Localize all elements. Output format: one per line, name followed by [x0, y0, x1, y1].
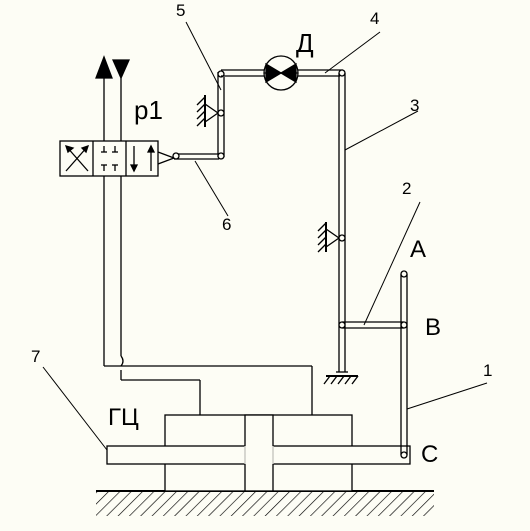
sensor-icon: [263, 55, 299, 91]
link-4: [221, 69, 346, 77]
label-point-c: С: [421, 441, 439, 468]
hydraulic-lines: [103, 78, 313, 415]
label-5: 5: [176, 1, 186, 20]
link-1: [400, 270, 408, 459]
label-motor: Д: [296, 28, 314, 58]
distributor-valve: [59, 140, 176, 177]
ground-base: [96, 490, 434, 516]
pivot-support-middle: [317, 222, 340, 253]
label-6: 6: [222, 215, 232, 234]
leader-lines: [42, 21, 488, 451]
hydraulic-cylinder: [106, 414, 411, 492]
link-5: [217, 70, 225, 160]
label-gc: ГЦ: [108, 404, 139, 431]
label-p1: р1: [134, 95, 163, 125]
label-point-b: В: [425, 314, 442, 341]
link-3: [336, 73, 348, 373]
label-2: 2: [402, 179, 412, 198]
link-2: [342, 321, 408, 329]
link-6: [172, 152, 223, 160]
pivot-support-lower: [323, 375, 359, 385]
label-1: 1: [483, 361, 493, 380]
label-7: 7: [31, 347, 41, 366]
arrow-down-icon: [111, 59, 131, 80]
label-point-a: А: [410, 236, 427, 263]
label-3: 3: [410, 96, 420, 115]
arrow-up-icon: [95, 55, 113, 79]
label-4: 4: [370, 9, 380, 28]
pivot-support-upper: [196, 95, 219, 127]
